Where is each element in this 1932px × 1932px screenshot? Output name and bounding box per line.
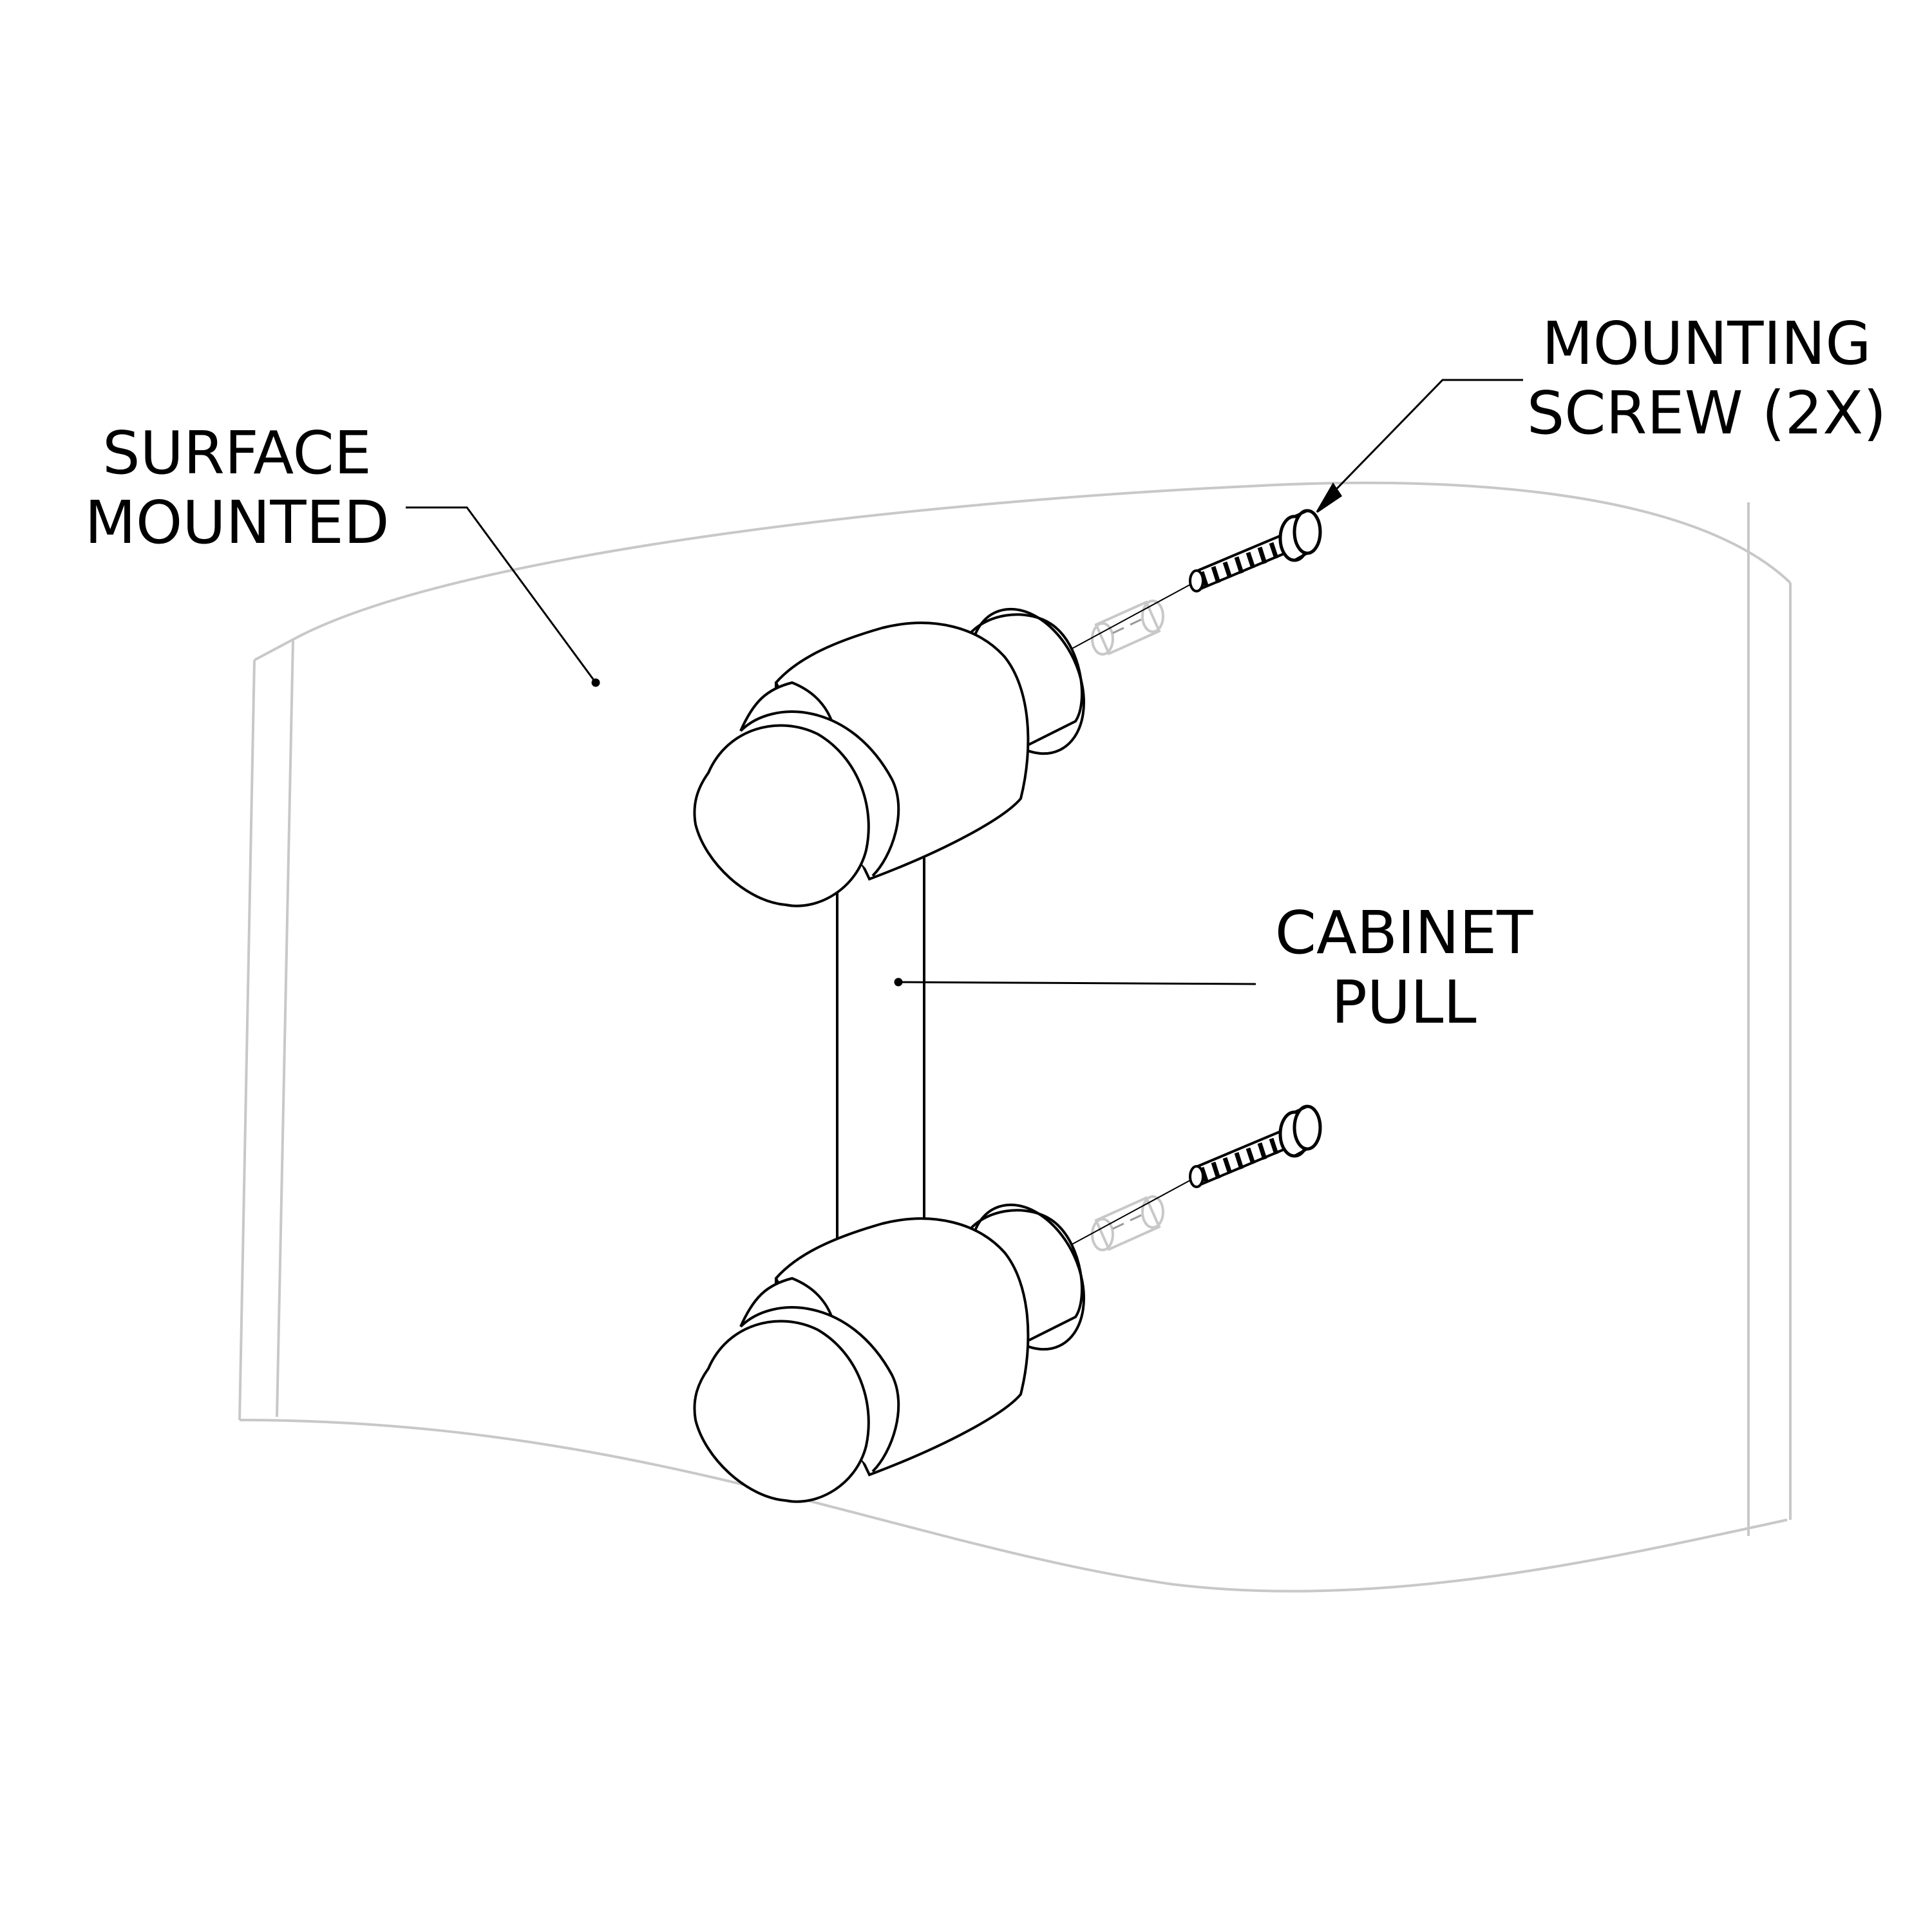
pull-knob-top	[693, 724, 870, 907]
cabinet-pull	[693, 607, 1085, 1503]
screw-label-line1: MOUNTING	[1542, 309, 1871, 378]
pull-bar	[836, 853, 925, 1278]
surface-mounted-label: SURFACE MOUNTED	[70, 419, 404, 558]
surface-label-line1: SURFACE	[102, 419, 372, 488]
mounting-sleeve-top	[1061, 581, 1196, 656]
mounting-screw-label: MOUNTING SCREW (2X)	[1507, 309, 1906, 448]
surface-label-line2: MOUNTED	[84, 488, 390, 557]
mounting-screw-bottom	[1190, 1106, 1320, 1187]
cabinet-pull-label: CABINET PULL	[1262, 898, 1546, 1037]
pull-leader	[898, 981, 1256, 985]
screw-label-line2: SCREW (2X)	[1526, 379, 1887, 448]
pull-label-line1: CABINET	[1274, 898, 1533, 967]
screw-leader	[1325, 379, 1523, 500]
surface-leader	[406, 506, 597, 683]
mounting-screw-top	[1190, 511, 1320, 591]
mounting-sleeve-bottom	[1061, 1177, 1196, 1251]
pull-label-line2: PULL	[1331, 968, 1477, 1037]
pull-knob-bottom	[693, 1320, 870, 1503]
leader-lines	[406, 379, 1523, 987]
mounting-surface-panel	[238, 481, 1792, 1593]
screw-leader-arrowhead	[1316, 482, 1343, 513]
